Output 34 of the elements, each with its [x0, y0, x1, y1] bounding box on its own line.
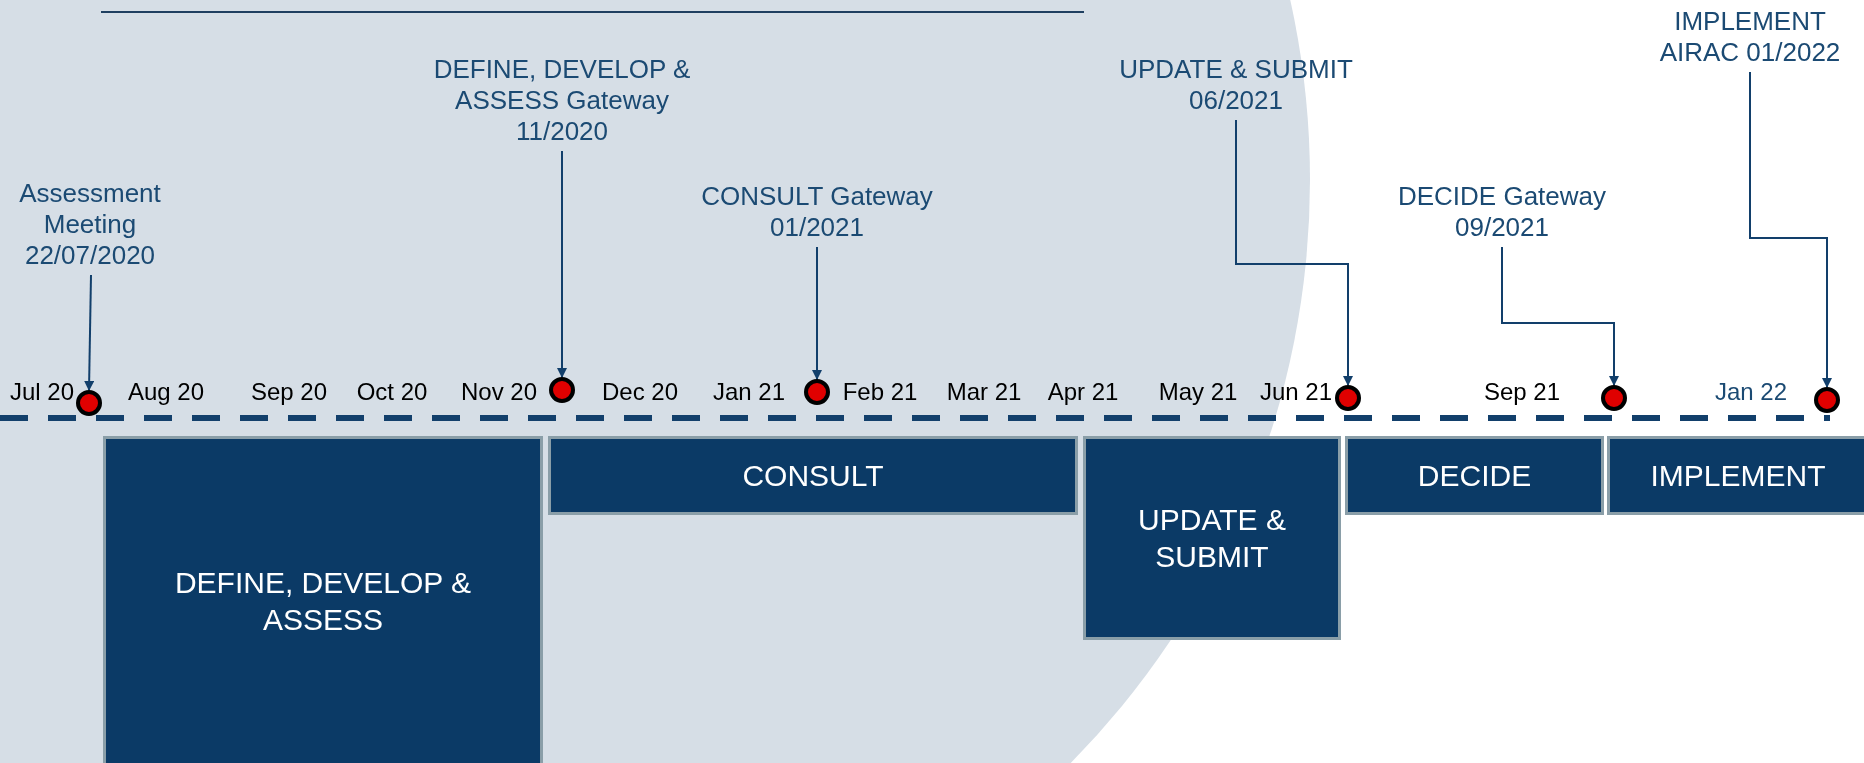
milestone-label: IMPLEMENT AIRAC 01/2022	[1640, 6, 1860, 68]
month-label: Jun 21	[1259, 378, 1333, 406]
phase-bar: CONSULT	[548, 436, 1078, 515]
milestone-label: UPDATE & SUBMIT 06/2021	[1086, 54, 1386, 116]
arrow	[84, 274, 95, 391]
milestone-label: CONSULT Gateway 01/2021	[667, 181, 967, 243]
milestone-label: DECIDE Gateway 09/2021	[1352, 181, 1652, 243]
arrow	[812, 246, 822, 380]
month-label: Sep 21	[1483, 378, 1561, 406]
phase-bar: UPDATE & SUBMIT	[1083, 436, 1341, 640]
month-label: Feb 21	[842, 378, 918, 406]
arrow	[1749, 71, 1832, 388]
arrow	[1235, 119, 1353, 386]
milestone-dot	[1601, 385, 1627, 411]
milestone-label: DEFINE, DEVELOP & ASSESS Gateway 11/2020	[412, 54, 712, 147]
phase-bar: IMPLEMENT	[1607, 436, 1864, 515]
arrow	[1501, 246, 1619, 386]
milestone-label: Assessment Meeting 22/07/2020	[0, 178, 185, 271]
month-label: Dec 20	[602, 378, 678, 406]
month-label: Mar 21	[946, 378, 1022, 406]
arrow	[557, 150, 567, 378]
month-label: Jul 20	[10, 378, 74, 406]
milestone-dot	[1814, 387, 1840, 413]
phase-bar: DEFINE, DEVELOP & ASSESS	[103, 436, 543, 763]
month-label: Aug 20	[127, 378, 205, 406]
milestone-dot	[1335, 385, 1361, 411]
month-label: Sep 20	[250, 378, 328, 406]
phase-bar: DECIDE	[1345, 436, 1604, 515]
month-label: Jan 22	[1714, 378, 1788, 406]
month-label: Apr 21	[1047, 378, 1119, 406]
month-label: May 21	[1158, 378, 1238, 406]
month-label: Jan 21	[712, 378, 786, 406]
month-label: Oct 20	[356, 378, 428, 406]
month-label: Nov 20	[461, 378, 537, 406]
